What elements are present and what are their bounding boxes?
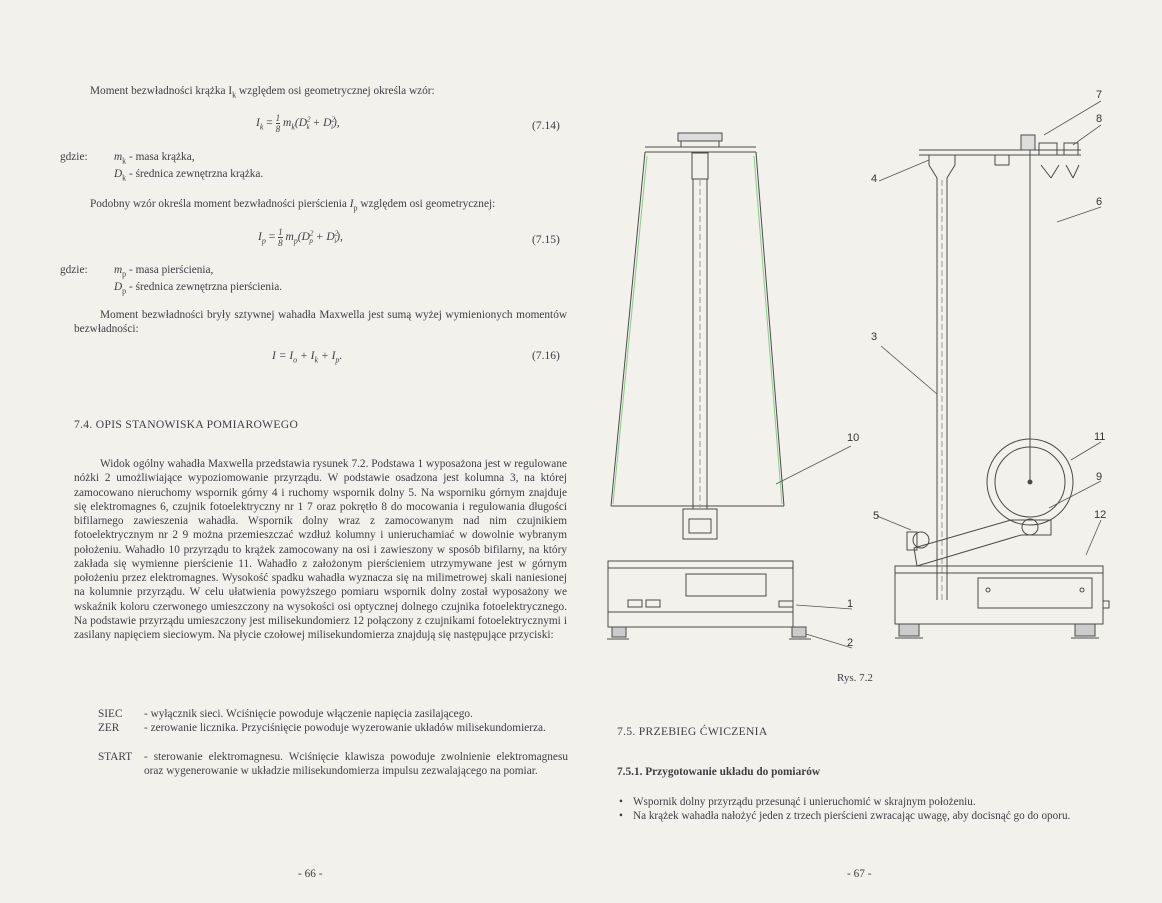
figure-label-6: 6 bbox=[1096, 196, 1102, 208]
section-heading-7-4: 7.4. OPIS STANOWISKA POMIAROWEGO bbox=[74, 418, 299, 431]
definition-row: Dk - średnica zewnętrzna krążka. bbox=[114, 167, 264, 182]
figure-label-11: 11 bbox=[1094, 431, 1105, 443]
equation-7-15-number: (7.15) bbox=[532, 234, 560, 246]
section-heading-7-5: 7.5. PRZEBIEG ĆWICZENIA bbox=[617, 725, 768, 738]
preparation-steps-list: Wspornik dolny przyrządu przesunąć i uni… bbox=[617, 795, 1117, 823]
page-number-left: - 66 - bbox=[298, 868, 323, 880]
front-view bbox=[607, 132, 811, 640]
disk-inertia-intro: Moment bezwładności krążka Ik względem o… bbox=[90, 85, 435, 100]
figure-label-5: 5 bbox=[873, 510, 879, 522]
figure-label-10: 10 bbox=[847, 432, 859, 444]
definitions-ring: gdzie:mp - masa pierścienia, Dp - średni… bbox=[60, 264, 282, 298]
definition-row: gdzie:mp - masa pierścienia, bbox=[60, 264, 214, 279]
definitions-disk: gdzie:mk - masa krążka, Dk - średnica ze… bbox=[60, 151, 263, 185]
side-view bbox=[894, 134, 1110, 639]
button-description-start: START- sterowanie elektromagnesu. Wciśni… bbox=[98, 751, 568, 777]
definition-row: Dp - średnica zewnętrzna pierścienia. bbox=[114, 280, 283, 295]
button-description-siec: SIEC- wyłącznik sieci. Wciśnięcie powodu… bbox=[98, 708, 473, 720]
figure-label-1: 1 bbox=[847, 598, 853, 610]
description-paragraph: Widok ogólny wahadła Maxwella przedstawi… bbox=[74, 458, 567, 641]
maxwell-pendulum-figure: 1 2 3 4 5 6 7 8 9 10 11 12 bbox=[607, 89, 1110, 649]
list-item: Wspornik dolny przyrządu przesunąć i uni… bbox=[617, 795, 1117, 809]
figure-label-2: 2 bbox=[847, 637, 853, 649]
left-page: Moment bezwładności krążka Ik względem o… bbox=[60, 85, 568, 880]
ring-inertia-intro: Podobny wzór określa moment bezwładności… bbox=[90, 198, 496, 213]
figure-label-12: 12 bbox=[1094, 509, 1106, 521]
equation-7-16: I = Io + Ik + Ip. bbox=[272, 350, 343, 365]
equation-7-16-number: (7.16) bbox=[532, 350, 560, 362]
equation-7-14-number: (7.14) bbox=[532, 120, 560, 132]
subsection-heading-7-5-1: 7.5.1. Przygotowanie układu do pomiarów bbox=[617, 766, 821, 778]
figure-label-3: 3 bbox=[871, 331, 877, 343]
definition-row: gdzie:mk - masa krążka, bbox=[60, 151, 195, 166]
figure-label-8: 8 bbox=[1096, 113, 1102, 125]
right-page: 1 2 3 4 5 6 7 8 9 10 11 12 Rys. 7.2 7.5.… bbox=[581, 0, 1162, 903]
page-number-right: - 67 - bbox=[847, 868, 872, 880]
figure-label-9: 9 bbox=[1096, 471, 1102, 483]
sum-paragraph: Moment bezwładności bryły sztywnej wahad… bbox=[74, 309, 567, 336]
list-item: Na krążek wahadła nałożyć jeden z trzech… bbox=[617, 809, 1117, 823]
figure-label-7: 7 bbox=[1096, 89, 1102, 101]
figure-label-4: 4 bbox=[871, 173, 877, 185]
figure-caption: Rys. 7.2 bbox=[837, 672, 873, 684]
button-description-zer: ZER- zerowanie licznika. Przyciśnięcie p… bbox=[98, 722, 546, 734]
